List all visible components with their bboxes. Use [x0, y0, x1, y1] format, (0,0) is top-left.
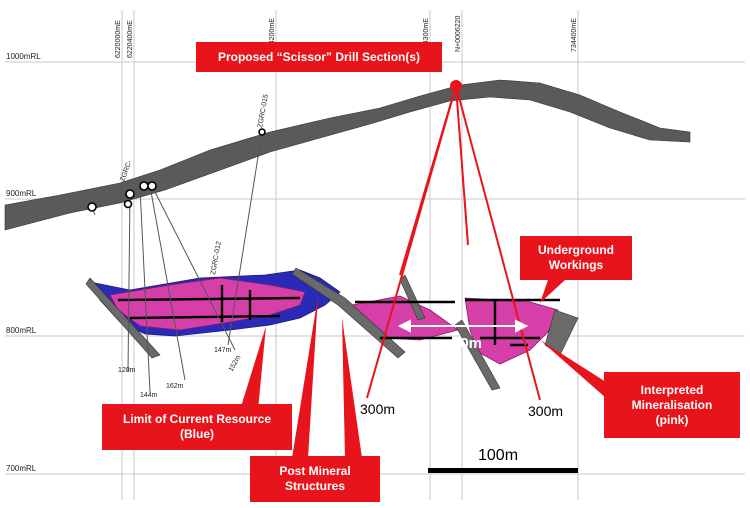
topography-surface	[4, 79, 691, 231]
collar-1	[87, 202, 97, 212]
proposed-depth-left: 300m	[360, 401, 395, 417]
collar-3	[139, 181, 149, 191]
callout-pointers	[240, 280, 606, 458]
depth-label-144: 144m	[140, 392, 158, 399]
callout-resource: Limit of Current Resource (Blue)	[102, 404, 292, 450]
collar-2	[125, 189, 135, 199]
structure-5	[85, 277, 161, 359]
callout-structures: Post Mineral Structures	[250, 456, 380, 502]
depth-label-120: 120m	[118, 367, 136, 374]
callout-scissor-text: Proposed “Scissor” Drill Section(s)	[217, 49, 421, 64]
drillhole-collars	[87, 128, 266, 212]
callout-underground: Underground Workings	[520, 236, 632, 280]
width-label: 80m	[452, 335, 482, 352]
drillhole-5	[227, 131, 263, 346]
structure-1	[291, 267, 406, 359]
proposed-depth-right: 300m	[528, 403, 563, 419]
drillhole-4	[151, 185, 236, 351]
workings-level-2	[129, 314, 281, 320]
scale-bar	[428, 468, 578, 473]
width-dimension	[397, 319, 529, 333]
mineralisation-body-right	[464, 297, 559, 365]
drillhole-3	[149, 185, 186, 381]
elev-label-700: 700mRL	[6, 464, 37, 473]
collar-6	[258, 128, 266, 136]
proposed-holes	[366, 85, 541, 401]
collar-5	[123, 199, 133, 209]
callout-underground-text: Underground Workings	[538, 243, 614, 272]
post-mineral-structures	[85, 267, 579, 391]
arrow-right-icon	[515, 319, 529, 333]
drillhole-2	[139, 187, 151, 393]
callout-mineralisation: Interpreted Mineralisation (pink)	[604, 372, 740, 438]
easting-labels: 6220000mE 6220400mE 734200mE 734300mE N+…	[115, 15, 578, 58]
pointer-structure-1	[342, 318, 362, 458]
easting-label-2: 6220400mE	[127, 20, 134, 58]
easting-label-5: N+0006220	[455, 15, 462, 52]
proposed-hole-3	[399, 85, 457, 276]
drillhole-label-012: ZGRC-012	[210, 241, 223, 276]
easting-label-6: 734400mE	[571, 18, 578, 52]
elev-label-800: 800mRL	[6, 326, 37, 335]
pointer-structure-2	[292, 296, 318, 458]
proposed-hole-2	[455, 85, 541, 401]
pointer-mineralisation	[540, 340, 606, 398]
elev-label-1000: 1000mRL	[6, 52, 41, 61]
callout-mineralisation-text: Interpreted Mineralisation (pink)	[631, 382, 713, 427]
easting-label-1: 6220000mE	[115, 20, 122, 58]
depth-label-147: 147m	[214, 347, 232, 354]
elevation-labels: 1000mRL 900mRL 800mRL 700mRL	[6, 52, 41, 473]
structure-3	[454, 319, 501, 391]
drillhole-1	[127, 189, 131, 373]
collar-4	[147, 181, 157, 191]
pointer-underground	[540, 280, 565, 303]
elev-label-900: 900mRL	[6, 189, 37, 198]
depth-label-162: 162m	[166, 383, 184, 390]
proposed-collar	[450, 80, 462, 92]
callout-scissor: Proposed “Scissor” Drill Section(s)	[196, 42, 442, 72]
easting-label-3: 734200mE	[269, 18, 276, 52]
depth-label-152: 152m	[228, 354, 243, 373]
callout-resource-text: Limit of Current Resource (Blue)	[122, 412, 272, 441]
easting-label-4: 734300mE	[423, 18, 430, 52]
callout-structures-text: Post Mineral Structures	[279, 464, 351, 493]
proposed-depth-labels: 300m 300m	[360, 401, 563, 419]
arrow-left-icon	[397, 319, 411, 333]
pointer-resource	[240, 326, 266, 410]
scale-bar-label: 100m	[478, 447, 518, 464]
drillhole-label-015: ZGRC-015	[257, 94, 270, 129]
proposed-hole-4	[455, 85, 469, 246]
